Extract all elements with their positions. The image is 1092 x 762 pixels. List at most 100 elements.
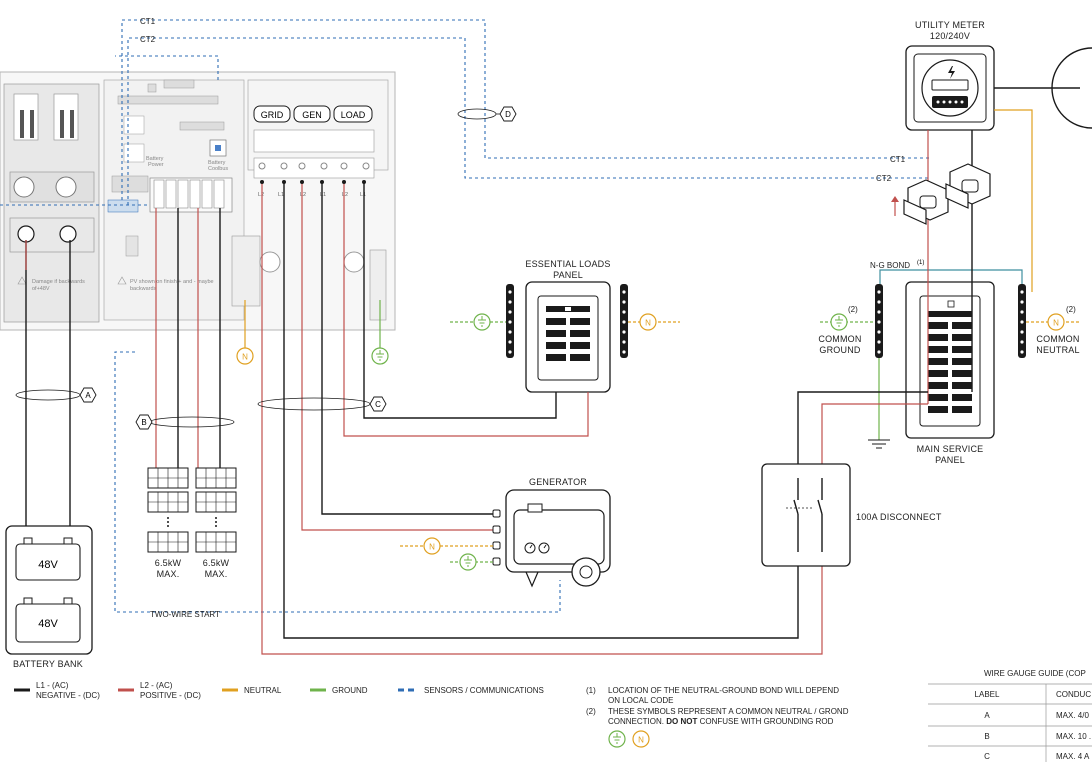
load-breaker-tag: LOAD	[333, 105, 373, 123]
essential-loads-label-2: PANEL	[553, 270, 583, 280]
battery-bank-label: BATTERY BANK	[13, 659, 83, 669]
generator: GENERATOR N	[400, 477, 611, 588]
notes: (1) LOCATION OF THE NEUTRAL-GROUND BOND …	[586, 686, 849, 748]
terminal-tag-l2: L2	[258, 192, 264, 198]
terminal-tag-l1: L1	[320, 192, 326, 198]
wire-gauge-row-b-value: MAX. 10 .	[1056, 732, 1091, 741]
lightning-icon	[948, 66, 955, 79]
warning-icon	[117, 276, 127, 285]
grounding-rod-icon	[868, 439, 890, 449]
pv-note-text-2: backwards	[130, 286, 157, 292]
coolbus-label-2: Coolbus	[208, 166, 228, 172]
neutral-icon: N	[429, 543, 435, 552]
ac-wiring: N	[236, 180, 928, 655]
wire-gauge-row-a-value: MAX. 4/0	[1056, 711, 1089, 720]
ct1-label-top: CT1	[140, 17, 156, 26]
coolbus-label: Battery	[208, 160, 226, 166]
common-neutral-bus: N (2) COMMON NEUTRAL	[1018, 284, 1080, 358]
legend-l2-line2: POSITIVE - (DC)	[140, 691, 201, 700]
ground-icon	[464, 556, 472, 567]
inverter-warning-text: Damage if backwards	[32, 279, 85, 285]
common-ground-bus: (2) COMMON GROUND	[818, 284, 890, 449]
common-neutral-label: COMMON	[1036, 334, 1079, 344]
legend-l1-line2: NEGATIVE - (DC)	[36, 691, 100, 700]
wire-gauge-row-c-value: MAX. 4 A	[1056, 752, 1090, 761]
note-2-line2: CONNECTION. DO NOT CONFUSE WITH GROUNDIN…	[608, 717, 834, 726]
two-wire-start-label: TWO-WIRE START	[150, 610, 220, 619]
legend-l1-line1: L1 - (AC)	[36, 681, 69, 690]
disconnect-label: 100A DISCONNECT	[856, 512, 942, 522]
pv-string-1-max: MAX.	[157, 569, 180, 579]
legend-sensors: SENSORS / COMMUNICATIONS	[424, 686, 544, 695]
inverter-unit: Damage if backwards of+48V Battery Power…	[0, 71, 396, 331]
callout-c-label: C	[375, 400, 381, 409]
terminal-tag-l1: L1	[360, 192, 366, 198]
warning-icon	[17, 276, 27, 285]
main-service-panel-label-2: PANEL	[935, 455, 965, 465]
battery-bank: A 48V 48V BATTERY BANK	[5, 240, 97, 669]
sensor-wiring: CT1 CT2 CT1 CT2 TWO-WIRE START	[0, 17, 930, 619]
ground-icon	[376, 350, 384, 361]
utility-meter-voltage: 120/240V	[930, 31, 970, 41]
terminal-tag-l2: L2	[342, 192, 348, 198]
utility-meter: UTILITY METER 120/240V	[905, 20, 1092, 131]
common-ground-ref: (2)	[848, 305, 858, 314]
pv-string-1-rating: 6.5kW	[155, 558, 182, 568]
disconnect-100a: 100A DISCONNECT	[761, 463, 942, 567]
common-ground-label-2: GROUND	[819, 345, 860, 355]
terminal-tag-l1: L1	[278, 192, 284, 198]
wire-gauge-guide: WIRE GAUGE GUIDE (COP LABEL CONDUC A MAX…	[928, 669, 1092, 762]
battery-power-label: Battery	[146, 156, 164, 162]
note-2-line1: THESE SYMBOLS REPRESENT A COMMON NEUTRAL…	[608, 707, 849, 716]
terminal-tag-l2: L2	[300, 192, 306, 198]
callout-b-label: B	[141, 418, 146, 427]
ct1-label-right: CT1	[890, 155, 906, 164]
wire-gauge-row-b-label: B	[984, 732, 989, 741]
callout-d: D	[457, 106, 517, 122]
battery-power-label-2: Power	[148, 162, 164, 168]
wire-gauge-header-conductor: CONDUC	[1056, 690, 1091, 699]
main-service-panel-label: MAIN SERVICE	[917, 444, 984, 454]
pv-arrays: B 6.5kW MAX. 6.5kW MAX.	[135, 208, 237, 579]
current-direction-arrow-icon	[891, 196, 899, 202]
gen-label: GEN	[302, 110, 322, 120]
pv-string-2-rating: 6.5kW	[203, 558, 230, 568]
legend-neutral: NEUTRAL	[244, 686, 282, 695]
wire-gauge-header-label: LABEL	[975, 690, 1000, 699]
note-2-number: (2)	[586, 707, 596, 716]
neutral-icon: N	[1053, 319, 1059, 328]
common-neutral-label-2: NEUTRAL	[1036, 345, 1079, 355]
wire-gauge-row-c-label: C	[984, 752, 990, 761]
neutral-icon: N	[645, 319, 651, 328]
callout-c: C	[257, 396, 387, 412]
callout-d-label: D	[505, 110, 511, 119]
wire-gauge-guide-title: WIRE GAUGE GUIDE (COP	[984, 669, 1086, 678]
legend-ground: GROUND	[332, 686, 368, 695]
pv-note-text: PV shown on finish + and - maybe	[130, 279, 214, 285]
ground-icon	[613, 733, 621, 744]
generator-label: GENERATOR	[529, 477, 587, 487]
note-1-number: (1)	[586, 686, 596, 695]
grid-label: GRID	[261, 110, 284, 120]
ct-clamps	[891, 163, 991, 225]
ng-bond-label: N-G BOND	[870, 261, 910, 270]
ct2-label-top: CT2	[140, 35, 156, 44]
common-ground-label: COMMON	[818, 334, 861, 344]
main-service-panel: N-G BOND (1) MAIN SERVICE PANEL	[870, 260, 1023, 465]
inverter-warning-text-2: of+48V	[32, 286, 50, 292]
ng-bond-ref: (1)	[917, 260, 924, 266]
ground-icon	[478, 316, 486, 327]
legend: L1 - (AC) NEGATIVE - (DC) L2 - (AC) POSI…	[14, 681, 544, 700]
ground-icon	[835, 316, 843, 327]
note-1-line2: ON LOCAL CODE	[608, 696, 674, 705]
gen-breaker-tag: GEN	[293, 105, 331, 123]
essential-loads-label: ESSENTIAL LOADS	[525, 259, 610, 269]
common-neutral-ref: (2)	[1066, 305, 1076, 314]
battery-1-voltage: 48V	[38, 559, 58, 571]
essential-loads-panel: ESSENTIAL LOADS PANEL N	[450, 259, 680, 393]
neutral-icon: N	[242, 353, 248, 362]
grid-breaker-tag: GRID	[253, 105, 291, 123]
ct2-label-right: CT2	[876, 174, 892, 183]
callout-a-label: A	[85, 391, 91, 400]
